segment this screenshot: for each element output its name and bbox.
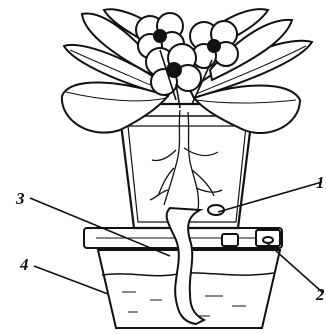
flower-top-right [190, 21, 238, 68]
label-1: 1 [316, 174, 325, 191]
label-4: 4 [20, 256, 29, 273]
label-3: 3 [16, 190, 25, 207]
flower-center [146, 44, 201, 95]
leader-line-4 [34, 266, 108, 294]
label-2: 2 [316, 286, 325, 303]
